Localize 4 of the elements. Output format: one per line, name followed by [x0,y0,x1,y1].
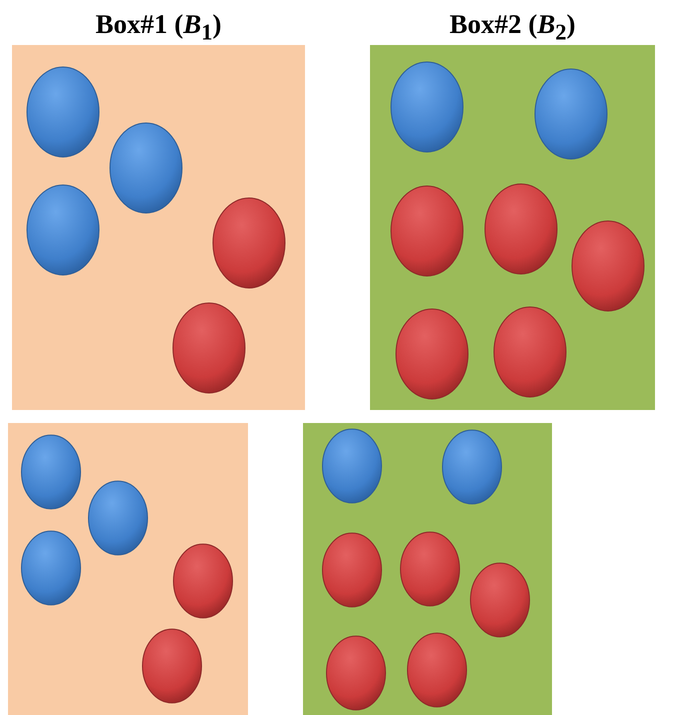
box-heading: Box#1 (B$_{1}$) [94,8,222,46]
box-panel [303,423,552,715]
box-panel [8,423,248,715]
box-heading: Box#2 (B$_{2}$) [448,8,576,46]
